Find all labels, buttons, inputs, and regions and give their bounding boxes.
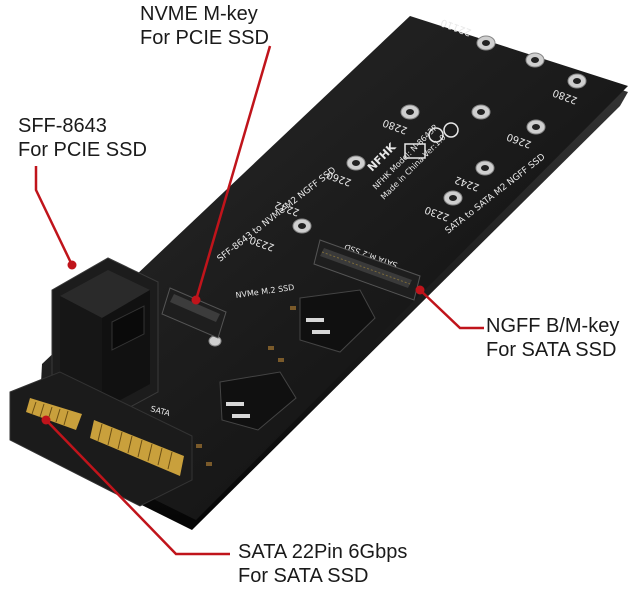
sff-callout-title: SFF-8643	[18, 115, 107, 137]
ngff-callout-label: NGFF B/M-key For SATA SSD	[486, 314, 619, 362]
certification-marks	[404, 122, 459, 159]
callout-lines	[34, 45, 484, 556]
mounting-holes	[208, 35, 587, 347]
fcc-mark-icon	[404, 143, 426, 159]
nvme-callout-line	[194, 45, 272, 301]
nvme-callout-title: NVME M-key	[140, 3, 258, 25]
nvme-callout-subtitle: For PCIE SSD	[140, 27, 269, 49]
sata-callout-subtitle: For SATA SSD	[238, 565, 369, 587]
sata-callout-label: SATA 22Pin 6Gbps For SATA SSD	[238, 540, 407, 588]
sata-callout-title: SATA 22Pin 6Gbps	[238, 541, 408, 563]
sff-callout-label: SFF-8643 For PCIE SSD	[18, 114, 147, 162]
sata-m2-slot	[313, 239, 421, 301]
sff-8643-connector	[51, 257, 159, 421]
ngff-callout-line	[419, 289, 484, 330]
nvme-callout-label: NVME M-key For PCIE SSD	[140, 2, 269, 50]
ngff-callout-title: NGFF B/M-key	[486, 315, 620, 337]
recycle-mark-icon	[443, 122, 459, 138]
ngff-callout-subtitle: For SATA SSD	[486, 339, 617, 361]
sff-callout-subtitle: For PCIE SSD	[18, 139, 147, 161]
sata-callout-line	[45, 419, 230, 556]
nvme-m2-slot	[161, 287, 227, 339]
ce-mark-icon	[428, 127, 444, 143]
sff-callout-line	[34, 166, 74, 266]
callout-dots	[41, 260, 425, 425]
sata-22pin-connector	[9, 371, 193, 507]
voltage-regulators	[196, 289, 376, 466]
